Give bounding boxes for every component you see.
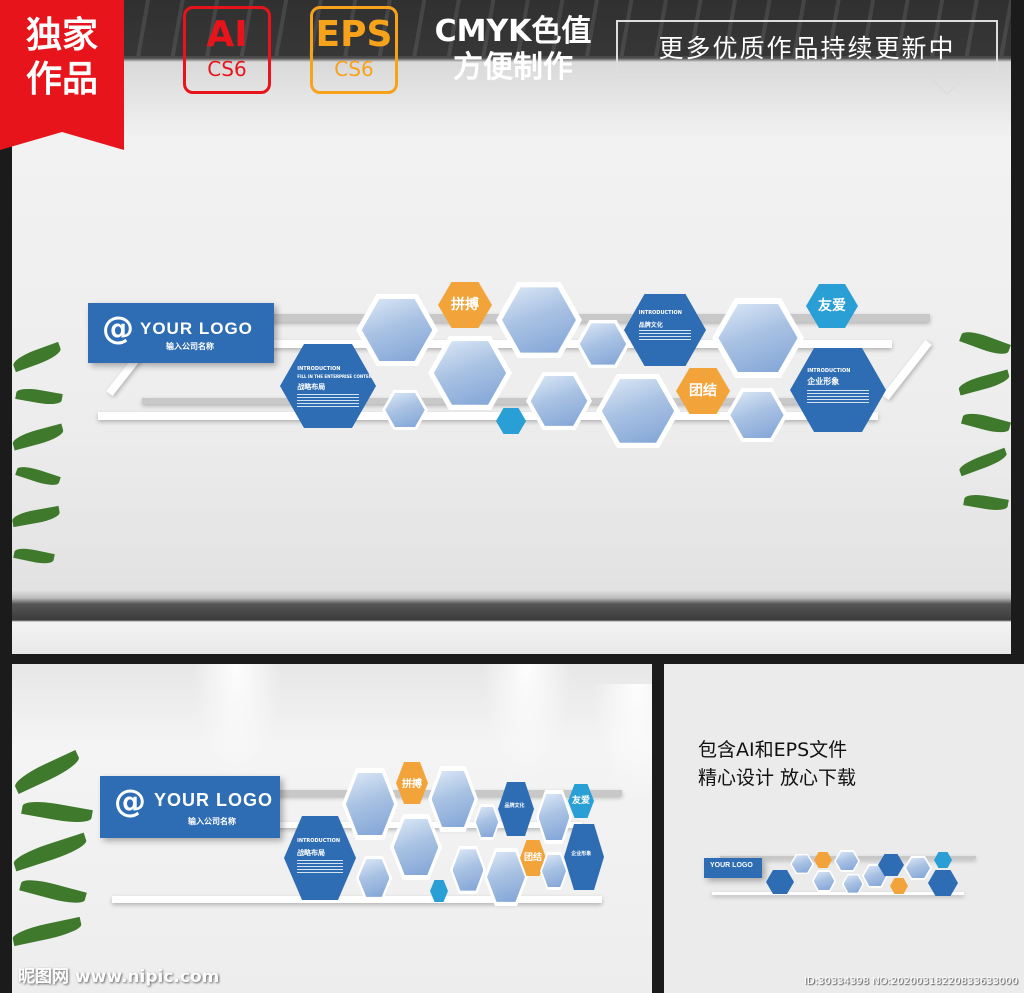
hex-photo — [428, 766, 478, 832]
info-line2: 精心设计 放心下载 — [698, 767, 857, 789]
hex-photo — [712, 298, 804, 378]
spotlight — [192, 664, 282, 784]
cmyk-line2: 方便制作 — [453, 50, 573, 85]
mini-hex — [842, 874, 864, 894]
update-note-box: 更多优质作品持续更新中 — [616, 20, 998, 96]
spotlight — [482, 664, 572, 784]
format-ai-label: AI — [206, 14, 248, 55]
main-preview-panel: @ YOUR LOGO 输入公司名称 INTRODUCTION FILL IN … — [12, 0, 1011, 654]
hex-intro-brand: INTRODUCTION 品牌文化 — [624, 294, 706, 366]
badge-line1: 独家 — [25, 15, 98, 56]
cmyk-line1: CMYK色值 — [434, 14, 592, 49]
hex-photo — [382, 390, 428, 430]
hex-photo — [526, 372, 592, 430]
hex-tag-youai: 友爱 — [806, 284, 858, 328]
mini-hex — [904, 856, 932, 880]
ceiling-strip — [12, 0, 1011, 56]
hex-intro-strategy: INTRODUCTION FILL IN THE ENTERPRISE CONT… — [280, 344, 376, 428]
plant-right — [952, 326, 1011, 546]
hex-tag-pinbo: 拼搏 — [396, 762, 428, 804]
secondary-preview-panel: @ YOUR LOGO 输入公司名称 INTRODUCTION 战略布局 拼搏 … — [12, 664, 652, 993]
wall-rail-diagonal — [882, 339, 932, 401]
image-id: ID:30334398 NO:20200318220833633000 — [804, 976, 1018, 987]
mini-rail — [712, 892, 964, 895]
logo-plate: @ YOUR LOGO 输入公司名称 — [100, 776, 280, 838]
format-eps-badge: EPS CS6 — [310, 6, 398, 94]
hex-title-image: 企业形象 — [807, 377, 840, 386]
info-panel: 包含AI和EPS文件 精心设计 放心下载 YOUR LOGO ID:303343… — [664, 664, 1024, 993]
hex-photo — [342, 768, 398, 840]
site-watermark: 昵图网 www.nipic.com — [18, 967, 220, 987]
mini-hex — [834, 850, 860, 872]
logo-at-symbol: @ — [102, 309, 134, 347]
hex-photo — [726, 388, 788, 442]
hex-intro-image: INTRODUCTION 企业形象 — [790, 348, 886, 432]
spotlight — [592, 684, 652, 804]
hex-photo — [596, 374, 680, 448]
wall-rail — [98, 412, 878, 420]
hex-tag-tuanjie: 团结 — [676, 368, 730, 414]
logo-text: YOUR LOGO — [140, 319, 253, 338]
wall-rail — [112, 896, 602, 903]
info-text: 包含AI和EPS文件 精心设计 放心下载 — [698, 736, 856, 792]
mini-hex — [878, 854, 904, 876]
cmyk-note: CMYK色值 方便制作 — [428, 14, 598, 86]
mini-hex — [812, 870, 836, 892]
mini-hex — [934, 852, 952, 868]
hex-photo — [356, 294, 438, 366]
wall-rail — [142, 398, 862, 404]
format-ai-version: CS6 — [207, 57, 247, 81]
plant-left — [12, 330, 72, 600]
hex-photo — [428, 336, 512, 410]
mini-hex — [790, 854, 814, 874]
hex-photo — [536, 790, 572, 844]
mini-logo-plate: YOUR LOGO — [704, 858, 762, 878]
hex-photo — [540, 852, 568, 890]
update-note-text: 更多优质作品持续更新中 — [658, 34, 956, 63]
hex-accent — [430, 880, 448, 902]
mini-hex — [814, 852, 832, 868]
hex-photo — [474, 804, 500, 840]
format-eps-version: CS6 — [334, 57, 374, 81]
hex-intro-strategy: INTRODUCTION 战略布局 — [284, 816, 356, 900]
hex-intro-image: 企业形象 — [564, 824, 604, 890]
hex-title-strategy: 战略布局 — [297, 383, 326, 391]
mini-hex — [890, 878, 908, 894]
format-eps-label: EPS — [315, 14, 393, 55]
hex-photo — [450, 846, 486, 894]
plant-left — [12, 749, 102, 974]
hex-photo — [356, 856, 392, 900]
hex-photo — [576, 320, 630, 368]
hex-title-brand: 品牌文化 — [638, 322, 663, 329]
mini-hex — [766, 870, 794, 894]
hex-accent — [496, 408, 526, 434]
logo-plate: @ YOUR LOGO 输入公司名称 — [88, 303, 274, 363]
badge-line2: 作品 — [25, 59, 98, 100]
hex-intro-brand: 品牌文化 — [498, 782, 534, 836]
info-line1: 包含AI和EPS文件 — [698, 739, 848, 761]
format-ai-badge: AI CS6 — [183, 6, 271, 94]
exclusive-badge: 独家 作品 — [0, 0, 124, 150]
company-name-placeholder: 输入公司名称 — [166, 342, 214, 351]
